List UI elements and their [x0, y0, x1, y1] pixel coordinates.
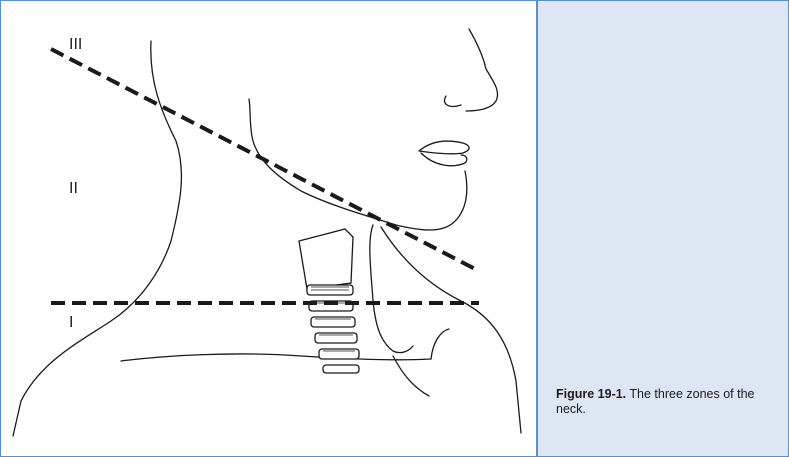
zone-label-i: I — [69, 314, 73, 331]
trachea-ring-5 — [319, 349, 359, 359]
clavicle-outline — [121, 354, 431, 361]
neck-zones-illustration: III II I — [1, 1, 538, 456]
sternal-notch — [431, 329, 449, 359]
figure-caption: Figure 19-1. The three zones of the neck… — [556, 387, 756, 417]
face-profile-outline — [466, 29, 498, 111]
clavicle-curve — [393, 356, 429, 396]
back-of-neck-outline — [13, 41, 181, 436]
figure-caption-label: Figure 19-1. — [556, 387, 626, 401]
zone-label-ii: II — [69, 180, 78, 197]
larynx-outline — [299, 229, 353, 289]
front-neck-outline — [370, 225, 413, 353]
upper-lip-outline — [419, 141, 469, 154]
trachea-ring-4 — [315, 333, 357, 343]
zone-boundary-upper — [51, 49, 479, 271]
caption-sidebar: Figure 19-1. The three zones of the neck… — [538, 1, 788, 456]
trachea-ring-6 — [323, 365, 359, 373]
zone-label-iii: III — [69, 36, 82, 53]
lower-lip-outline — [421, 153, 467, 166]
trachea-ring-3 — [311, 317, 355, 327]
nostril-outline — [444, 96, 461, 106]
neck-illustration-svg: III II I — [1, 1, 536, 456]
